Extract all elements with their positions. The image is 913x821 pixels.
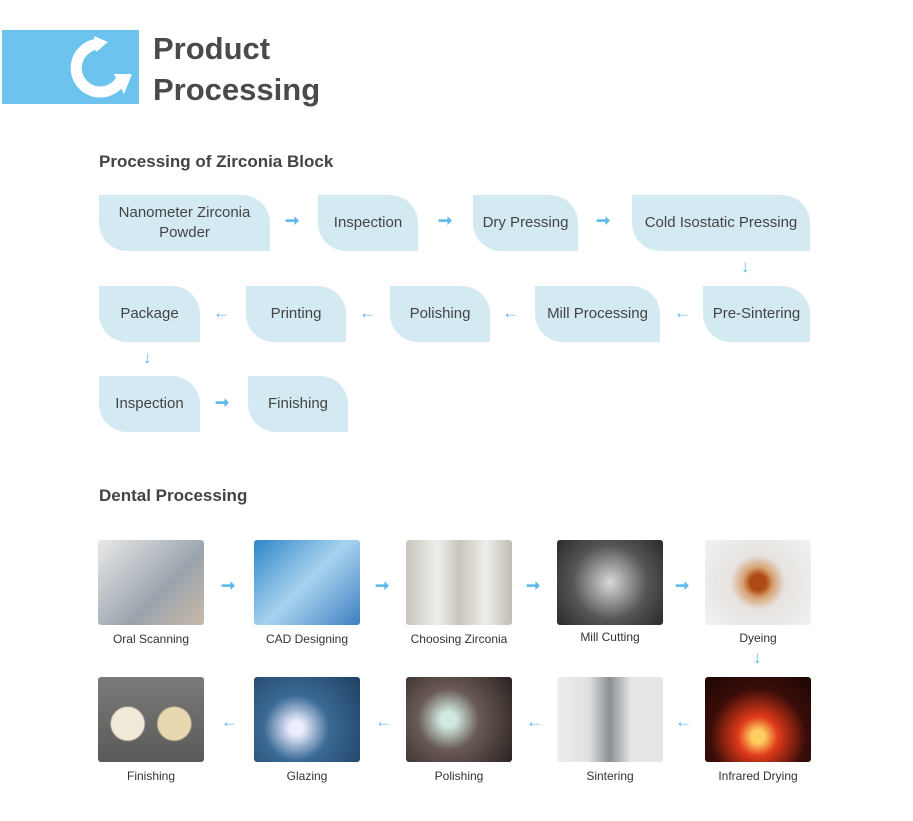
arrow-right-icon: ➞ [675,576,690,595]
polishing-photo [406,677,512,762]
arrow-left-icon: ← [359,303,376,322]
arrow-right-icon: ➞ [596,211,611,230]
finishing-photo [98,677,204,762]
cycle-logo-icon [2,30,139,104]
zirconia-step: Package [99,286,200,342]
arrow-left-icon: ← [674,303,691,322]
page-title: Product Processing [153,28,320,110]
oral-scanning-photo [98,540,204,625]
dental-caption: Mill Cutting [580,630,640,644]
zirconia-step: Dry Pressing [473,195,578,251]
dental-caption: Sintering [586,769,634,783]
arrow-left-icon: ← [221,712,238,731]
dental-caption: Infrared Drying [718,769,798,783]
dental-caption: Dyeing [739,631,777,645]
arrow-left-icon: ← [502,303,519,322]
zirconia-step: Cold Isostatic Pressing [632,195,810,251]
sintering-photo [557,677,663,762]
dental-heading: Dental Processing [99,486,248,505]
arrow-right-icon: ➞ [438,211,453,230]
dyeing-photo [705,540,811,625]
zirconia-step: Printing [246,286,346,342]
glazing-photo [254,677,360,762]
zirconia-heading: Processing of Zirconia Block [99,152,334,171]
zirconia-step: Inspection [318,195,418,251]
dental-caption: Finishing [126,769,176,783]
zirconia-step: Finishing [248,376,348,432]
dental-caption: Polishing [434,769,484,783]
arrow-down-icon: ↓ [753,648,762,667]
zirconia-step: Inspection [99,376,200,432]
arrow-left-icon: ← [675,712,692,731]
mill-cutting-photo [557,540,663,625]
arrow-right-icon: ➞ [215,393,230,412]
arrow-left-icon: ← [213,303,230,322]
arrow-right-icon: ➞ [285,211,300,230]
arrow-left-icon: ← [526,712,543,731]
zirconia-step: Polishing [390,286,490,342]
dental-caption: CAD Designing [265,632,349,646]
zirconia-step: Nanometer Zirconia Powder [99,195,270,251]
arrow-down-icon: ↓ [741,257,750,276]
title-line-1: Product [153,31,271,66]
zirconia-step: Mill Processing [535,286,660,342]
dental-caption: Choosing Zirconia [410,632,508,646]
arrow-right-icon: ➞ [375,576,390,595]
arrow-down-icon: ↓ [143,348,152,367]
zirconia-step: Pre-Sintering [703,286,810,342]
arrow-left-icon: ← [375,712,392,731]
title-line-2: Processing [153,72,321,107]
arrow-right-icon: ➞ [526,576,541,595]
dental-caption: Oral Scanning [112,632,190,646]
cad-designing-photo [254,540,360,625]
arrow-right-icon: ➞ [221,576,236,595]
choosing-zirconia-photo [406,540,512,625]
dental-caption: Glazing [286,769,328,783]
infrared-drying-photo [705,677,811,762]
